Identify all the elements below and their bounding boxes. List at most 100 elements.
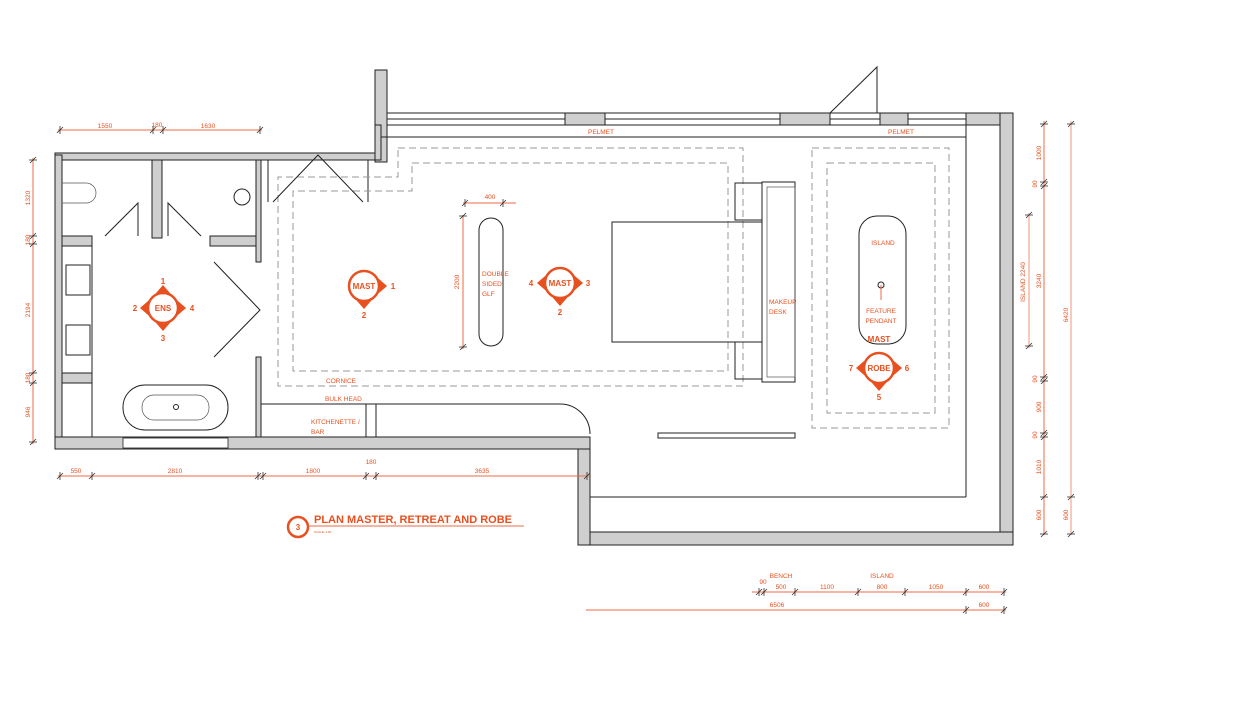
dim-label: 1000 bbox=[1036, 145, 1043, 160]
pendant-label: PENDANT bbox=[865, 318, 896, 325]
marker-circle bbox=[146, 291, 180, 325]
basin bbox=[233, 188, 251, 206]
marker-number: 1 bbox=[161, 277, 166, 286]
marker-circle bbox=[862, 351, 896, 385]
dim-label: 90 bbox=[759, 579, 767, 586]
doors bbox=[104, 65, 878, 358]
view-marker-mast-1[interactable]: MAST 1 2 bbox=[347, 269, 396, 320]
bathtub bbox=[122, 384, 229, 431]
furniture bbox=[62, 181, 907, 439]
marker-number: 4 bbox=[190, 304, 195, 313]
marker-number: 7 bbox=[849, 364, 854, 373]
island-label: ISLAND bbox=[871, 240, 895, 247]
dim-label: 1320 bbox=[25, 190, 32, 205]
room-lines bbox=[91, 125, 967, 498]
nightstand bbox=[734, 182, 763, 221]
dim-label: 90 bbox=[1032, 375, 1039, 383]
bench bbox=[657, 432, 796, 439]
marker-number: 3 bbox=[586, 279, 591, 288]
dim-label: 1800 bbox=[306, 468, 321, 475]
markers: ENS 1 2 3 4 MAST 1 2 MAST 4 3 2 ROBE 7 6… bbox=[133, 266, 910, 402]
dim-label: 800 bbox=[877, 584, 888, 591]
dim-label: BENCH bbox=[770, 573, 793, 580]
dim-label: 180 bbox=[25, 372, 32, 383]
dim-label: 400 bbox=[485, 194, 496, 201]
marker-circle bbox=[543, 266, 577, 300]
marker-number: 4 bbox=[529, 279, 534, 288]
dim-label: 550 bbox=[71, 468, 82, 475]
toilet bbox=[62, 182, 97, 204]
view-marker-ens[interactable]: ENS 1 2 3 4 bbox=[133, 277, 195, 343]
glf-label: DOUBLE bbox=[482, 271, 509, 278]
kitchenette-label: BAR bbox=[311, 429, 325, 436]
nightstand bbox=[734, 341, 763, 380]
dim-glf: 400 2200 bbox=[454, 194, 516, 351]
marker-number: 5 bbox=[877, 393, 882, 402]
makeup-label: DESK bbox=[769, 309, 787, 316]
ceiling-dashed-lines bbox=[277, 147, 950, 429]
marker-number: 3 bbox=[161, 334, 166, 343]
dim-label: 3240 bbox=[1036, 273, 1043, 288]
dim-label: 600 bbox=[979, 602, 990, 609]
marker-number: 2 bbox=[558, 308, 563, 317]
cornice-label: CORNICE bbox=[326, 378, 357, 385]
dim-label: 2194 bbox=[25, 302, 32, 317]
bulk-head-label: BULK HEAD bbox=[325, 396, 362, 403]
marker-circle bbox=[347, 269, 381, 303]
dim-label: ISLAND bbox=[870, 573, 894, 580]
view-marker-robe[interactable]: ROBE 7 6 5 bbox=[849, 351, 910, 402]
dim-label: 2200 bbox=[454, 274, 461, 289]
dim-label: 1050 bbox=[929, 584, 944, 591]
dim-label: 600 bbox=[979, 584, 990, 591]
dim-right: 1000 90 3240 90 900 90 1010 600 6420 600… bbox=[1020, 120, 1075, 538]
makeup-label: MAKEUP bbox=[769, 299, 796, 306]
dim-robe: 90 BENCH 500 1100 ISLAND 800 1050 600 65… bbox=[586, 573, 1008, 614]
marker-number: 6 bbox=[905, 364, 910, 373]
island bbox=[858, 215, 907, 345]
dim-label: 1550 bbox=[98, 123, 113, 130]
dim-label: 6420 bbox=[1063, 307, 1070, 322]
bed bbox=[611, 221, 763, 343]
dim-label: 946 bbox=[25, 406, 32, 417]
pelmet-label: PELMET bbox=[888, 129, 914, 136]
mast-label: MAST bbox=[868, 335, 891, 344]
pendant-label: FEATURE bbox=[866, 308, 897, 315]
dim-top: 1550 180 1630 bbox=[56, 122, 264, 134]
kitchenette-label: KITCHENETTE / bbox=[311, 419, 360, 426]
dim-label: 180 bbox=[366, 459, 377, 466]
walls bbox=[54, 69, 1014, 546]
dim-label: 180 bbox=[152, 122, 163, 129]
dim-label: 2810 bbox=[168, 468, 183, 475]
dim-label: 180 bbox=[25, 234, 32, 245]
dim-label: 1010 bbox=[1036, 459, 1043, 474]
dim-label: 500 bbox=[776, 584, 787, 591]
dim-label: 3635 bbox=[475, 468, 490, 475]
dim-left: 1320 180 2194 180 946 bbox=[25, 156, 37, 446]
marker-number: 1 bbox=[391, 282, 396, 291]
dim-label: 600 bbox=[1036, 509, 1043, 520]
dim-label: 1100 bbox=[820, 584, 834, 591]
view-marker-mast-2[interactable]: MAST 4 3 2 bbox=[529, 266, 591, 317]
drawing-scale: SCALE: 1:50 bbox=[314, 530, 332, 534]
dim-bottom: 550 2810 1800 180 3635 bbox=[56, 459, 591, 480]
glf-label: SIDED bbox=[482, 281, 502, 288]
marker-number: 2 bbox=[133, 304, 138, 313]
marker-number: 2 bbox=[362, 311, 367, 320]
drawing-number-circle bbox=[286, 515, 310, 539]
drawing-number: 3 bbox=[296, 523, 301, 532]
marker-label: MAST bbox=[549, 279, 572, 288]
dim-label: ISLAND 2240 bbox=[1020, 262, 1027, 302]
dim-label: 90 bbox=[1032, 431, 1039, 439]
dim-label: 600 bbox=[1063, 509, 1070, 520]
marker-label: ROBE bbox=[867, 364, 891, 373]
drawing-title: 3 PLAN MASTER, RETREAT AND ROBE SCALE: 1… bbox=[286, 514, 524, 539]
dimensions: 1550 180 1630 1320 180 2194 180 946 550 … bbox=[25, 120, 1075, 614]
drawing-title-text: PLAN MASTER, RETREAT AND ROBE bbox=[314, 514, 512, 526]
pelmet-label: PELMET bbox=[588, 129, 614, 136]
vanity-basin bbox=[65, 324, 91, 356]
glf-label: GLF bbox=[482, 291, 495, 298]
dim-label: 1630 bbox=[201, 123, 216, 130]
room-labels: PELMET PELMET CORNICE BULK HEAD KITCHENE… bbox=[311, 129, 914, 436]
marker-label: ENS bbox=[155, 304, 172, 313]
